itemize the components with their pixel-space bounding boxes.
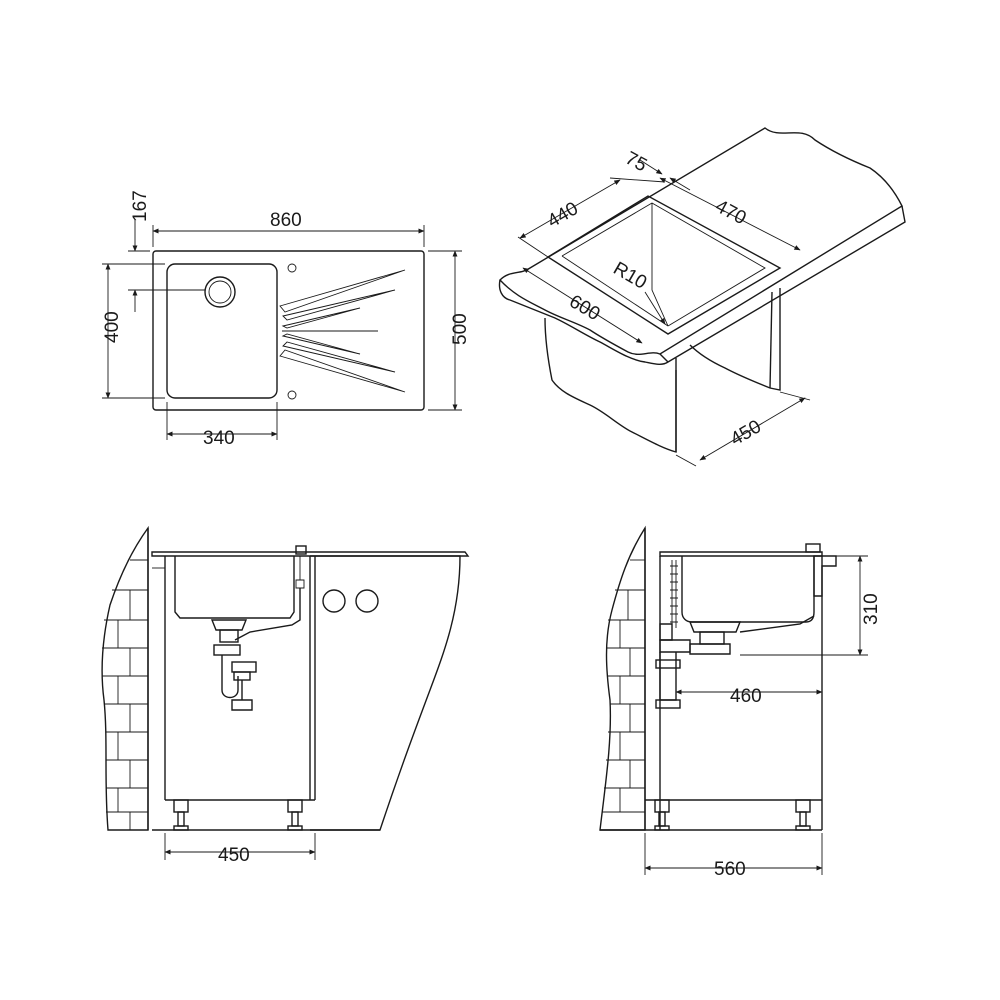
front-bowl xyxy=(174,556,295,619)
drain-inner xyxy=(208,280,232,304)
side-brick-joints xyxy=(602,559,645,813)
dim-overall-width: 860 xyxy=(270,210,302,231)
dim-back-offset: 75 xyxy=(622,148,651,176)
brick-wall xyxy=(101,525,149,831)
sink-outline xyxy=(152,250,425,411)
dim-side-cabinet-depth: 560 xyxy=(714,859,746,880)
top-view: 860 500 400 167 340 xyxy=(102,190,471,449)
side-brick-wall xyxy=(599,525,646,831)
dim-edge-offset: 167 xyxy=(130,190,151,222)
dim-persp-cabinet-depth: 450 xyxy=(727,416,765,450)
tap-hole-bottom xyxy=(287,390,297,400)
dim-drain-offset: 460 xyxy=(730,686,762,707)
side-panel xyxy=(310,555,461,831)
front-pipe-hole-2 xyxy=(355,589,379,613)
dim-corner-radius: R10 xyxy=(610,258,651,294)
dim-bowl-depth: 400 xyxy=(102,311,123,343)
drain-outer xyxy=(204,276,236,308)
drainer-grooves xyxy=(279,269,406,393)
cabinet-body xyxy=(544,288,781,453)
dim-cutout-front: 600 xyxy=(566,291,604,325)
brick-joints xyxy=(102,559,148,830)
dim-overall-depth: 500 xyxy=(450,313,471,345)
side-cabinet-feet xyxy=(654,799,811,831)
tap-hole-top xyxy=(287,263,297,273)
bowl-outline xyxy=(166,263,278,399)
dim-bowl-width: 340 xyxy=(203,428,235,449)
front-view: 450 xyxy=(101,525,470,866)
front-pipe-hole-1 xyxy=(322,589,346,613)
side-bowl xyxy=(681,556,815,623)
dim-persp-bowl-width: 440 xyxy=(544,198,582,232)
dim-drainer-length: 470 xyxy=(712,196,750,229)
dim-bowl-height: 310 xyxy=(861,593,882,625)
dim-front-cabinet-width: 450 xyxy=(218,845,250,866)
side-view: 310 460 560 xyxy=(599,525,882,880)
front-cabinet-feet xyxy=(173,799,303,831)
perspective-view: 440 75 470 R10 600 450 xyxy=(498,127,906,467)
